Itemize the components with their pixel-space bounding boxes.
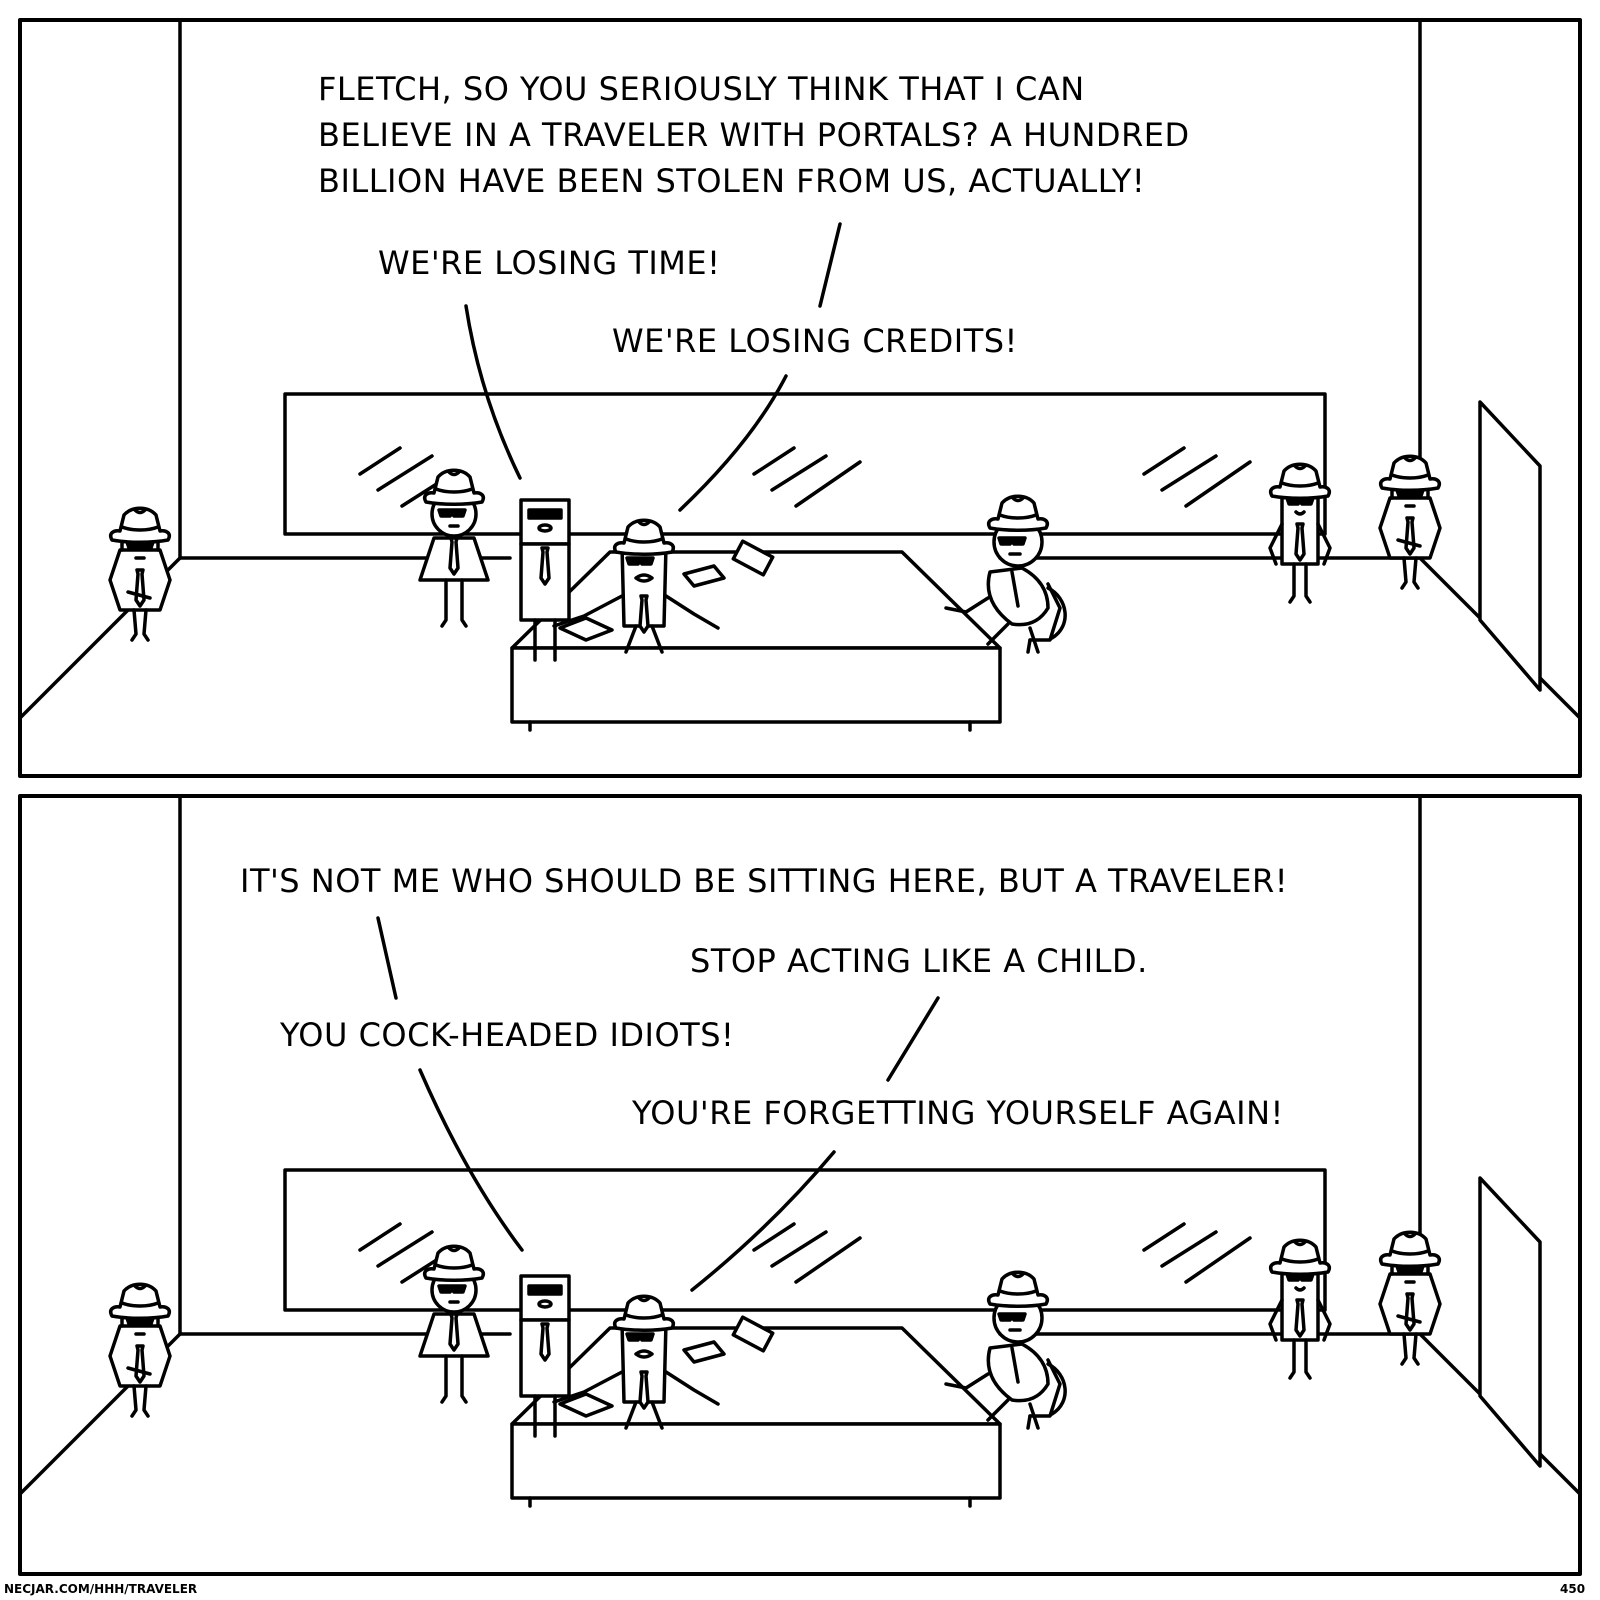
speech-tail-idiots [418, 1068, 524, 1252]
footer-page-number: 450 [1560, 1582, 1586, 1596]
speech-tail-child [886, 996, 940, 1082]
panel-2 [18, 794, 1582, 1576]
speech-tail-fletch [818, 222, 842, 308]
speech-tail-time [464, 304, 522, 480]
speech-tail-credits [678, 374, 788, 512]
speech-losing-time: WE'RE LOSING TIME! [378, 244, 721, 282]
speech-losing-credits: WE'RE LOSING CREDITS! [612, 322, 1018, 360]
speech-tail-traveler [376, 916, 398, 1000]
speech-stop-acting: STOP ACTING LIKE A CHILD. [690, 942, 1148, 980]
speech-forgetting-yourself: YOU'RE FORGETTING YOURSELF AGAIN! [632, 1094, 1284, 1132]
speech-idiots: YOU COCK-HEADED IDIOTS! [280, 1016, 735, 1054]
speech-tail-forgetting [690, 1150, 836, 1292]
speech-fletch: FLETCH, SO YOU SERIOUSLY THINK THAT I CA… [318, 70, 1190, 200]
panel-1 [18, 18, 1582, 778]
speech-not-me: IT'S NOT ME WHO SHOULD BE SITTING HERE, … [240, 862, 1289, 900]
footer-credit: NECJAR.COM/HHH/TRAVELER [4, 1582, 198, 1596]
